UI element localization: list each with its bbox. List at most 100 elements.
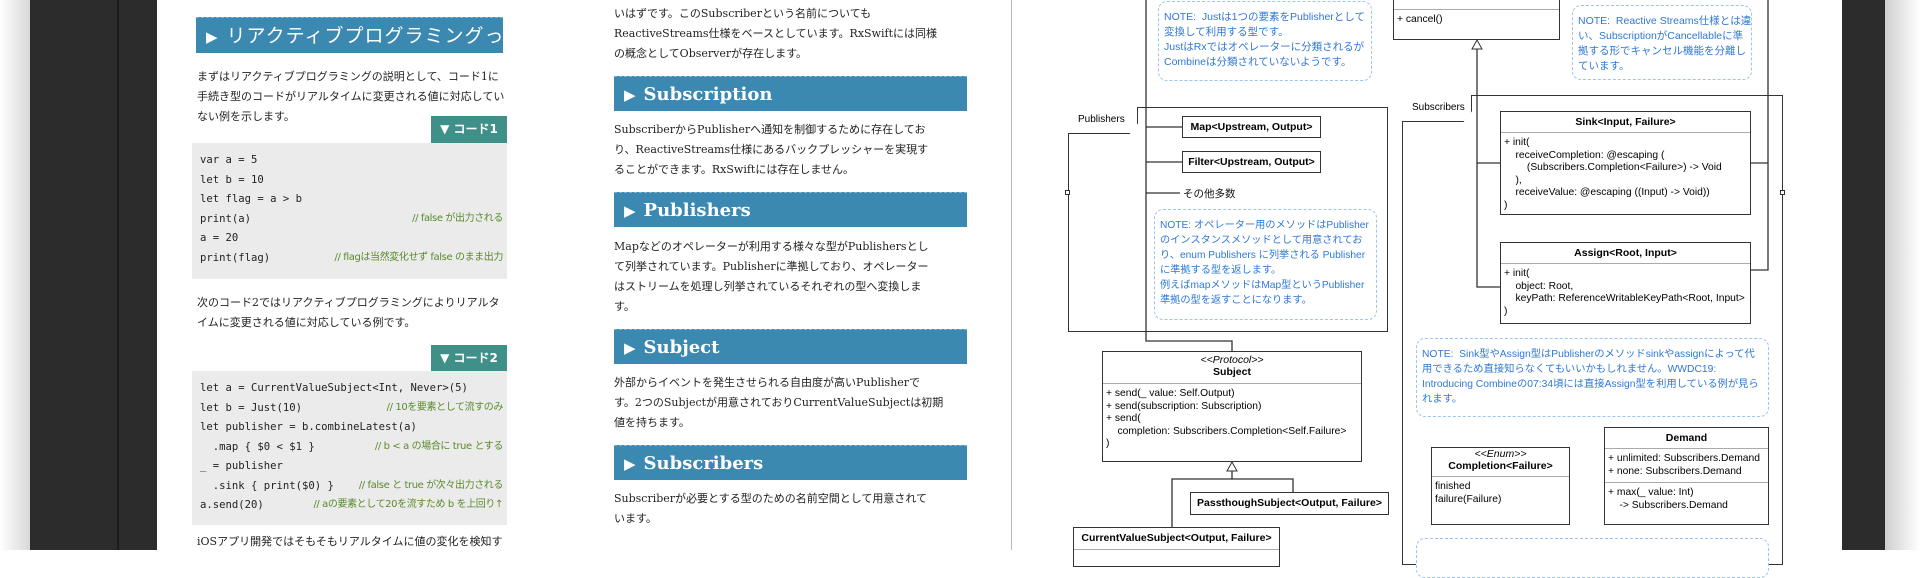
class-demand: Demand + unlimited: Subscribers.Demand +… (1604, 427, 1769, 525)
connector-line (1145, 0, 1233, 351)
class-name: CurrentValueSubject<Output, Failure> (1081, 532, 1272, 544)
code-line: let b = Just(10) (200, 401, 303, 414)
enum-cases: finished failure(Failure) (1435, 481, 1502, 505)
enum-completion: <<Enum>> Completion<Failure> finished fa… (1431, 447, 1570, 525)
heading-publishers: ▶Publishers (614, 192, 967, 227)
page-divider (1011, 0, 1012, 550)
note-operators: NOTE: オペレーター用のメソッドはPublisher のインスタンスメソッド… (1154, 209, 1377, 320)
paragraph-intro: まずはリアクティブプログラミングの説明として、コード1に 手続き型のコードがリア… (197, 67, 504, 127)
text-line: います。 (614, 512, 657, 525)
class-name: Subject (1213, 366, 1251, 378)
code2-label: ▼ コード2 (431, 345, 507, 371)
text-line: の概念としてObserverが存在します。 (614, 47, 808, 60)
text-line: 外部からイベントを発生させられる自由度が高いPublisherで (614, 376, 921, 389)
window-shadow-left (0, 0, 30, 550)
class-map: Map<Upstream, Output> (1182, 116, 1321, 138)
code-line: a = 20 (200, 232, 239, 244)
heading-subject: ▶ Subject (614, 329, 967, 364)
class-filter: Filter<Upstream, Output> (1182, 151, 1321, 173)
heading-text: Subject (643, 337, 720, 358)
code1-label: ▼ コード1 (431, 116, 507, 143)
text-line: Subscriberが必要とする型のための名前空間として用意されて (614, 492, 928, 505)
heading-text: Subscribers (643, 453, 764, 474)
inheritance-line (1476, 48, 1500, 288)
viewer-background-left (30, 0, 157, 550)
text-line: ReactiveStreams仕様をベースとしています。RxSwiftには同様 (614, 27, 937, 40)
code-line: let publisher = b.combineLatest(a) (200, 421, 417, 433)
inheritance-arrow-icon (1471, 38, 1483, 50)
stereotype: <<Protocol>> (1200, 354, 1264, 366)
heading-subscription: ▶ Subscription (614, 76, 967, 111)
resize-handle[interactable] (1780, 190, 1785, 195)
text-line: まずはリアクティブプログラミングの説明として、コード1に (197, 70, 499, 83)
code-line: var a = 5 (200, 154, 258, 166)
code-comment: // flagは当然変化せず false のまま出力 (334, 251, 504, 263)
class-methods: + max(_ value: Int) -> Subscribers.Deman… (1608, 487, 1728, 511)
code-block-1: var a = 5 let b = 10 let flag = a > b print… (192, 143, 507, 279)
class-subject: <<Protocol>> Subject + send(_ value: Sel… (1102, 351, 1362, 462)
package-label: Subscribers (1402, 95, 1472, 122)
code-line: let b = 10 (200, 173, 264, 186)
paragraph-publishers: Mapなどのオペレーターが利用する様々な型がPublishersとし て列挙され… (614, 237, 929, 317)
publishers-package: Publishers (1068, 107, 1388, 332)
note-reactive-streams: NOTE: Reactive Streams仕様とは違 い、Subscripti… (1572, 5, 1752, 80)
diagram-connectors (1145, 0, 1769, 550)
note-sink-assign: NOTE: Sink型やAssign型はPublisherのメソッドsinkやa… (1416, 338, 1769, 417)
package-label: Publishers (1068, 107, 1138, 134)
class-name: Cancellable (1394, 0, 1559, 9)
paragraph-subscriber: いはずです。このSubscriberという名前についても ReactiveStr… (614, 4, 937, 64)
paragraph-subscription: SubscriberからPublisherへ通知を制御するために存在してお り、… (614, 120, 928, 180)
class-name: Map<Upstream, Output> (1190, 121, 1313, 133)
paragraph-code2-intro: 次のコード2ではリアクティブプログラミングによりリアルタ イムに変更される値に対… (197, 293, 499, 333)
text-line: イムに変更される値に対応している例です。 (197, 316, 416, 329)
class-assign: Assign<Root, Input> + init( object: Root… (1500, 242, 1751, 324)
code-line: _ = publisher (200, 460, 283, 472)
code-comment: // aの要素として20を流すため b を上回り↑ (313, 499, 503, 510)
text-line: り、ReactiveStreams仕様にあるバックプレッシャーを実現す (614, 143, 929, 156)
code-line: let a = CurrentValueSubject<Int, Never>(… (200, 382, 468, 394)
triangle-icon: ▶ (206, 28, 219, 46)
code-line: a.send(20) (200, 499, 264, 511)
class-methods: + init( object: Root, keyPath: Reference… (1504, 268, 1745, 317)
code-comment: // false が出力される (412, 212, 503, 224)
text-line: ることができます。RxSwiftには存在しません。 (614, 163, 855, 176)
triangle-icon: ▶ (624, 86, 636, 104)
paragraph-ios: iOSアプリ開発ではそもそもリアルタイムに値の変化を検知す (197, 535, 503, 548)
class-sink: Sink<Input, Failure> + init( receiveComp… (1500, 111, 1751, 215)
class-methods: + init( receiveCompletion: @escaping ( (… (1504, 137, 1722, 211)
paragraph-subscribers: Subscriberが必要とする型のための名前空間として用意されて います。 (614, 489, 927, 529)
code-line: .sink { print($0) } (200, 479, 334, 492)
class-methods: + cancel() (1397, 14, 1443, 25)
class-name: Demand (1665, 432, 1708, 444)
class-name: Filter<Upstream, Output> (1188, 156, 1315, 168)
others-label: その他多数 (1183, 188, 1236, 200)
stereotype: <<Enum>> (1474, 448, 1527, 460)
code-comment: // 10を要素として流すのみ (386, 401, 504, 413)
triangle-icon: ▶ (624, 339, 636, 357)
code-comment: // b < a の場合に true とする (374, 440, 503, 452)
class-properties: + unlimited: Subscribers.Demand + none: … (1608, 453, 1760, 477)
window-shadow-right (1885, 0, 1920, 550)
heading-text: リアクティブプログラミングって？ (226, 25, 503, 47)
text-line: す。 (614, 300, 635, 313)
code-comment: // false と true が次々出力される (358, 479, 504, 491)
code-line: let flag = a > b (200, 193, 303, 205)
class-passthrough-subject: PassthoughSubject<Output, Failure> (1190, 492, 1389, 515)
heading-subscribers: ▶ Subscribers (614, 445, 967, 480)
subscribers-package: Subscribers (1402, 95, 1783, 565)
text-line: SubscriberからPublisherへ通知を制御するために存在してお (614, 123, 926, 136)
text-line: て列挙されています。Publisherに準拠しており、オペレーター (614, 260, 929, 273)
text-line: 手続き型のコードがリアルタイムに変更される値に対応してい (197, 90, 505, 103)
text-line: はストリームを処理し列挙されているそれぞれの型へ変換しま (614, 280, 922, 293)
text-line: す。2つのSubjectが用意されておりCurrentValueSubjectは… (614, 396, 944, 409)
code-line: print(a) (200, 212, 252, 225)
note-just: NOTE: Justは1つの要素をPublisherとして 変換して利用する型で… (1158, 1, 1372, 81)
resize-handle[interactable] (1065, 190, 1070, 195)
heading-text: Publishers (643, 200, 751, 221)
triangle-icon: ▶ (624, 455, 636, 473)
section-heading-reactive: ▶ リアクティブプログラミングって？ (196, 17, 503, 53)
class-cancellable: Cancellable + cancel() (1393, 0, 1560, 40)
code-block-2: let a = CurrentValueSubject<Int, Never>(… (192, 371, 507, 525)
heading-text: Subscription (643, 84, 773, 105)
text-line: ない例を示します。 (197, 110, 295, 123)
